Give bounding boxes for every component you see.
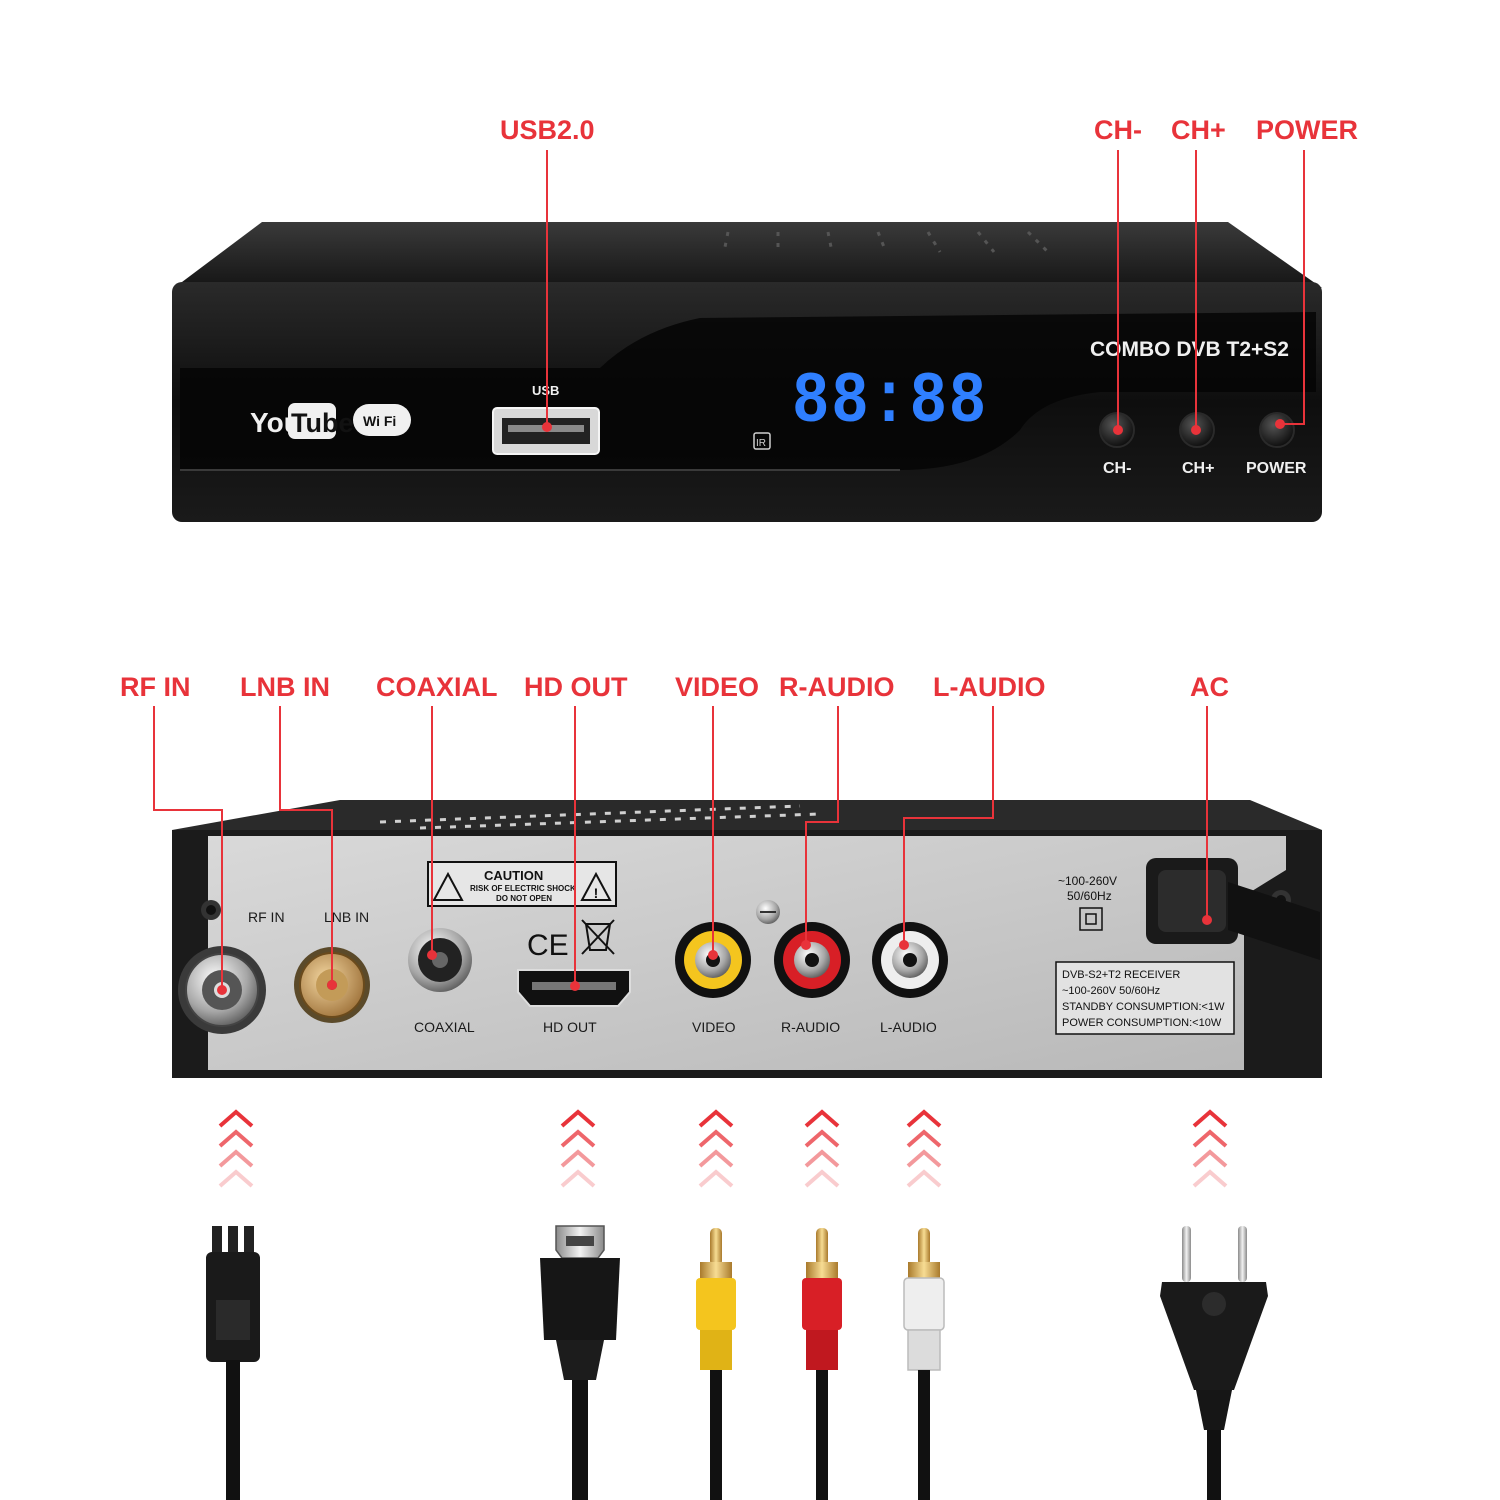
ir-sensor-label: IR — [756, 438, 766, 449]
double-insulation-icon — [1079, 907, 1103, 931]
callout-l-audio: L-AUDIO — [933, 672, 1045, 702]
coaxial-port[interactable] — [408, 928, 472, 992]
spec-line1: DVB-S2+T2 RECEIVER — [1062, 969, 1180, 981]
voltage-line2: 50/60Hz — [1067, 889, 1112, 903]
power-button[interactable] — [1259, 412, 1295, 448]
arrow-up-icon-hdmi — [560, 1109, 596, 1188]
caution-title: CAUTION — [484, 868, 543, 883]
rca-red-plug-icon — [802, 1228, 842, 1500]
wifi-logo-text: Wi Fi — [363, 413, 396, 429]
r-audio-silk-label: R-AUDIO — [781, 1019, 840, 1035]
youtube-logo-tube: Tube — [291, 408, 354, 438]
front-leader-lines — [542, 150, 1305, 435]
rca-yellow-plug-icon — [696, 1228, 736, 1500]
power-button-label: POWER — [1246, 460, 1307, 477]
coaxial-silk-label: COAXIAL — [414, 1019, 475, 1035]
hdmi-plug-icon — [540, 1225, 620, 1500]
eu-power-plug-icon — [1160, 1226, 1268, 1500]
wifi-logo: Wi Fi — [353, 404, 411, 436]
callout-ch-minus: CH- — [1094, 115, 1142, 145]
arrow-up-icon-ac — [1192, 1109, 1228, 1188]
callout-usb: USB2.0 — [500, 115, 595, 145]
spec-line4: POWER CONSUMPTION:<10W — [1062, 1017, 1222, 1029]
ch-minus-button-label: CH- — [1103, 460, 1131, 477]
hd-out-silk-label: HD OUT — [543, 1019, 597, 1035]
arrow-up-icon-video — [698, 1109, 734, 1188]
callout-coaxial: COAXIAL — [376, 672, 498, 702]
spec-line3: STANDBY CONSUMPTION:<1W — [1062, 1001, 1225, 1013]
insertion-arrows — [218, 1109, 1228, 1188]
arrow-up-icon-rf — [218, 1109, 254, 1188]
usb-port-label: USB — [532, 383, 559, 398]
video-silk-label: VIDEO — [692, 1019, 736, 1035]
front-glass-band — [180, 312, 1316, 470]
r-audio-rca-port[interactable] — [774, 922, 850, 998]
top-vents — [722, 230, 1050, 254]
back-view: ! CAUTION RISK OF ELECTRIC SHOCK DO NOT … — [120, 672, 1322, 1078]
caution-exclamation: ! — [594, 885, 599, 901]
callout-lnb-in: LNB IN — [240, 672, 330, 702]
callout-hd-out: HD OUT — [524, 672, 628, 702]
weee-bin-icon — [581, 919, 615, 955]
front-view: You Tube Wi Fi USB 88:88 IR COMBO DVB T2… — [172, 115, 1358, 522]
voltage-line1: ~100-260V — [1058, 874, 1117, 888]
arrow-up-icon-r-audio — [804, 1109, 840, 1188]
callout-r-audio: R-AUDIO — [779, 672, 895, 702]
led-display: 88:88 — [792, 361, 988, 443]
rf-plug-icon — [206, 1226, 260, 1500]
caution-line1: RISK OF ELECTRIC SHOCK — [470, 884, 576, 893]
spec-line2: ~100-260V 50/60Hz — [1062, 985, 1160, 997]
l-audio-silk-label: L-AUDIO — [880, 1019, 937, 1035]
receiver-top-surface — [174, 222, 1322, 288]
callout-power: POWER — [1256, 115, 1358, 145]
ac-power-cord[interactable] — [1146, 858, 1320, 960]
ch-plus-button-label: CH+ — [1182, 460, 1214, 477]
callout-rf-in: RF IN — [120, 672, 191, 702]
caution-label: ! CAUTION RISK OF ELECTRIC SHOCK DO NOT … — [427, 861, 617, 907]
callout-ac: AC — [1190, 672, 1229, 702]
arrow-up-icon-l-audio — [906, 1109, 942, 1188]
l-audio-rca-port[interactable] — [872, 922, 948, 998]
spec-label: DVB-S2+T2 RECEIVER ~100-260V 50/60Hz STA… — [1055, 961, 1235, 1035]
lnb-in-silk-label: LNB IN — [324, 909, 369, 925]
callout-video: VIDEO — [675, 672, 759, 702]
ce-mark: CE — [527, 929, 569, 962]
rf-in-silk-label: RF IN — [248, 909, 285, 925]
caution-line2: DO NOT OPEN — [496, 894, 552, 903]
back-leader-lines — [153, 706, 1212, 995]
brand-label: COMBO DVB T2+S2 — [1090, 338, 1289, 361]
callout-ch-plus: CH+ — [1171, 115, 1226, 145]
rca-white-plug-icon — [903, 1228, 945, 1500]
youtube-logo: You Tube — [250, 403, 354, 439]
